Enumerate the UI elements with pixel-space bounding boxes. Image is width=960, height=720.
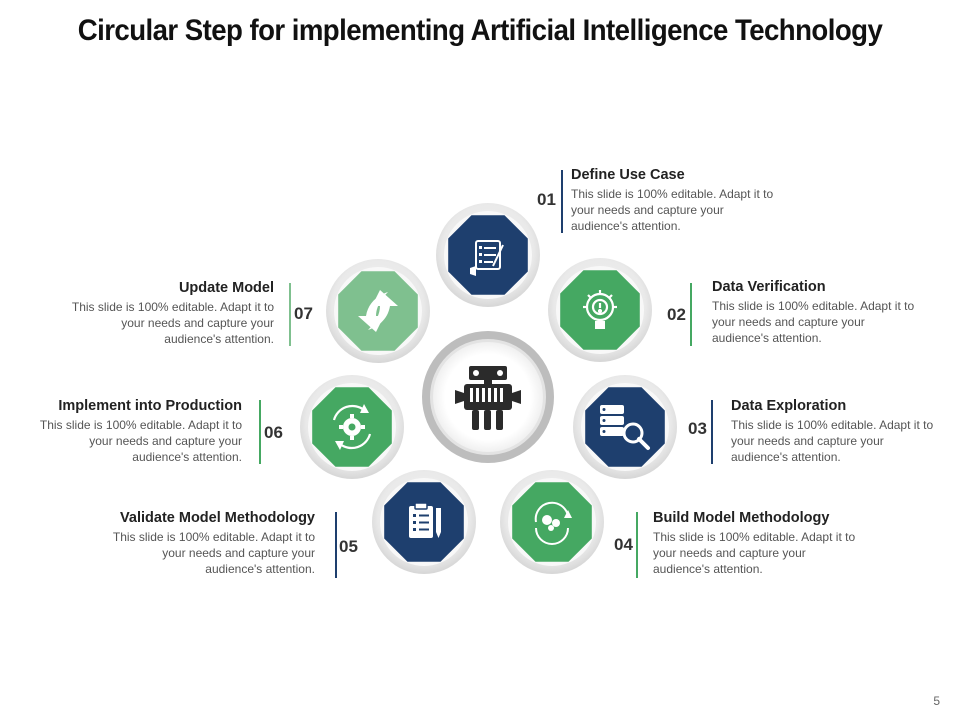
step-01-description: This slide is 100% editable. Adapt it to… (571, 187, 774, 233)
step-03-bar (711, 400, 713, 464)
step-04-text: Build Model Methodology This slide is 10… (653, 510, 883, 577)
page-title: Circular Step for implementing Artificia… (77, 14, 883, 47)
step-04-number: 04 (614, 535, 633, 554)
gear-cycle-icon (332, 404, 372, 450)
step-node-02 (548, 258, 652, 362)
step-07-description: This slide is 100% editable. Adapt it to… (71, 300, 274, 346)
step-02-number: 02 (667, 305, 686, 324)
step-05-title: Validate Model Methodology (120, 510, 315, 526)
step-05-text: Validate Model Methodology This slide is… (85, 510, 315, 577)
step-03-title: Data Exploration (731, 398, 847, 414)
step-07-number: 07 (294, 304, 313, 323)
step-node-07 (326, 259, 430, 363)
page-number: 5 (933, 694, 940, 708)
step-02-title: Data Verification (712, 279, 826, 295)
step-node-04 (500, 470, 604, 574)
step-05-bar (335, 512, 337, 578)
step-node-06 (300, 375, 404, 479)
step-07-bar (289, 283, 291, 346)
step-02-description: This slide is 100% editable. Adapt it to… (712, 299, 915, 345)
step-06-number: 06 (264, 423, 283, 442)
step-01-title: Define Use Case (571, 167, 685, 183)
step-06-bar (259, 400, 261, 464)
step-03-text: Data Exploration This slide is 100% edit… (731, 398, 960, 465)
step-03-number: 03 (688, 419, 707, 438)
gear-bulb-icon (583, 290, 617, 329)
step-05-number: 05 (339, 537, 358, 556)
step-04-title: Build Model Methodology (653, 510, 830, 526)
step-07-title: Update Model (178, 280, 274, 296)
step-01-number: 01 (537, 190, 556, 209)
step-03-description: This slide is 100% editable. Adapt it to… (731, 418, 934, 464)
step-02-bar (690, 283, 692, 346)
clipboard-icon (409, 502, 441, 538)
step-02-text: Data Verification This slide is 100% edi… (712, 279, 942, 346)
step-06-title: Implement into Production (58, 398, 242, 414)
step-07-text: Update Model This slide is 100% editable… (44, 280, 274, 347)
step-04-bar (636, 512, 638, 578)
step-01-text: Define Use Case This slide is 100% edita… (571, 167, 801, 234)
database-search-icon (600, 405, 650, 450)
refresh-arrows-icon (358, 290, 398, 332)
step-node-01 (436, 203, 540, 307)
step-node-05 (372, 470, 476, 574)
step-06-description: This slide is 100% editable. Adapt it to… (39, 418, 242, 464)
checklist-icon (470, 240, 504, 276)
step-05-description: This slide is 100% editable. Adapt it to… (112, 530, 315, 576)
center-hub (422, 331, 554, 463)
step-04-description: This slide is 100% editable. Adapt it to… (653, 530, 856, 576)
robot-icon (455, 366, 521, 430)
step-01-bar (561, 170, 563, 233)
step-node-03 (573, 375, 677, 479)
model-cycle-icon (534, 501, 572, 545)
step-06-text: Implement into Production This slide is … (12, 398, 242, 465)
